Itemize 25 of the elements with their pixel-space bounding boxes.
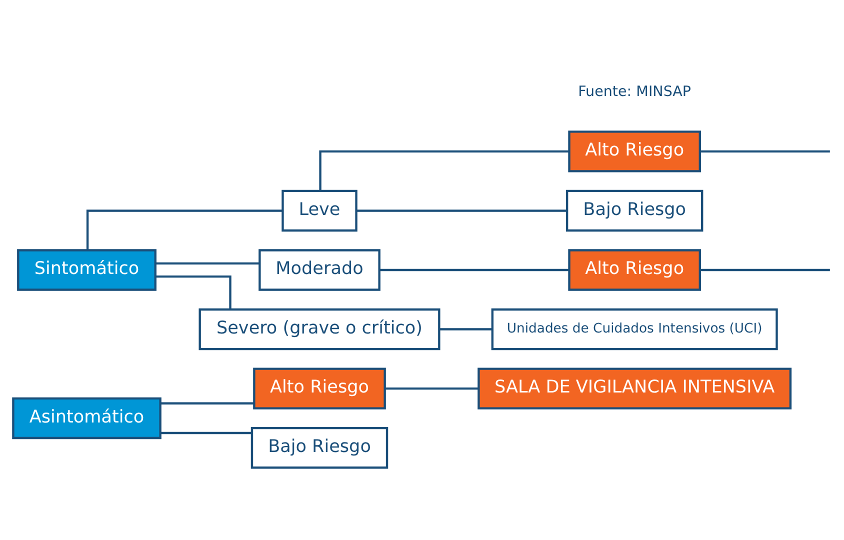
node-box: Alto Riesgo	[568, 130, 701, 172]
connector	[385, 387, 478, 390]
node-box: Moderado	[258, 249, 380, 291]
connector	[156, 262, 260, 265]
node-box: Bajo Riesgo	[250, 426, 388, 469]
connector	[160, 432, 252, 434]
node-box: SALA DE VIGILANCIA INTENSIVA	[478, 368, 792, 410]
connector	[319, 150, 570, 191]
connector	[700, 268, 830, 272]
connector	[356, 210, 568, 212]
node-box: Severo (grave o crítico)	[198, 308, 440, 350]
node-box: Unidades de Cuidados Intensivos (UCI)	[491, 308, 778, 350]
connector	[86, 210, 282, 250]
node-box: Asintomático	[12, 397, 162, 440]
label: Fuente: MINSAP	[578, 84, 692, 100]
node-box: Alto Riesgo	[568, 249, 701, 291]
connector	[440, 328, 492, 330]
node-box: Sintomático	[17, 249, 156, 291]
node-box: Bajo Riesgo	[566, 190, 704, 232]
connector	[160, 402, 254, 404]
connector	[380, 268, 570, 272]
connector	[156, 275, 232, 310]
node-box: Leve	[282, 190, 358, 232]
node-box: Alto Riesgo	[253, 368, 386, 410]
connector	[700, 150, 830, 153]
